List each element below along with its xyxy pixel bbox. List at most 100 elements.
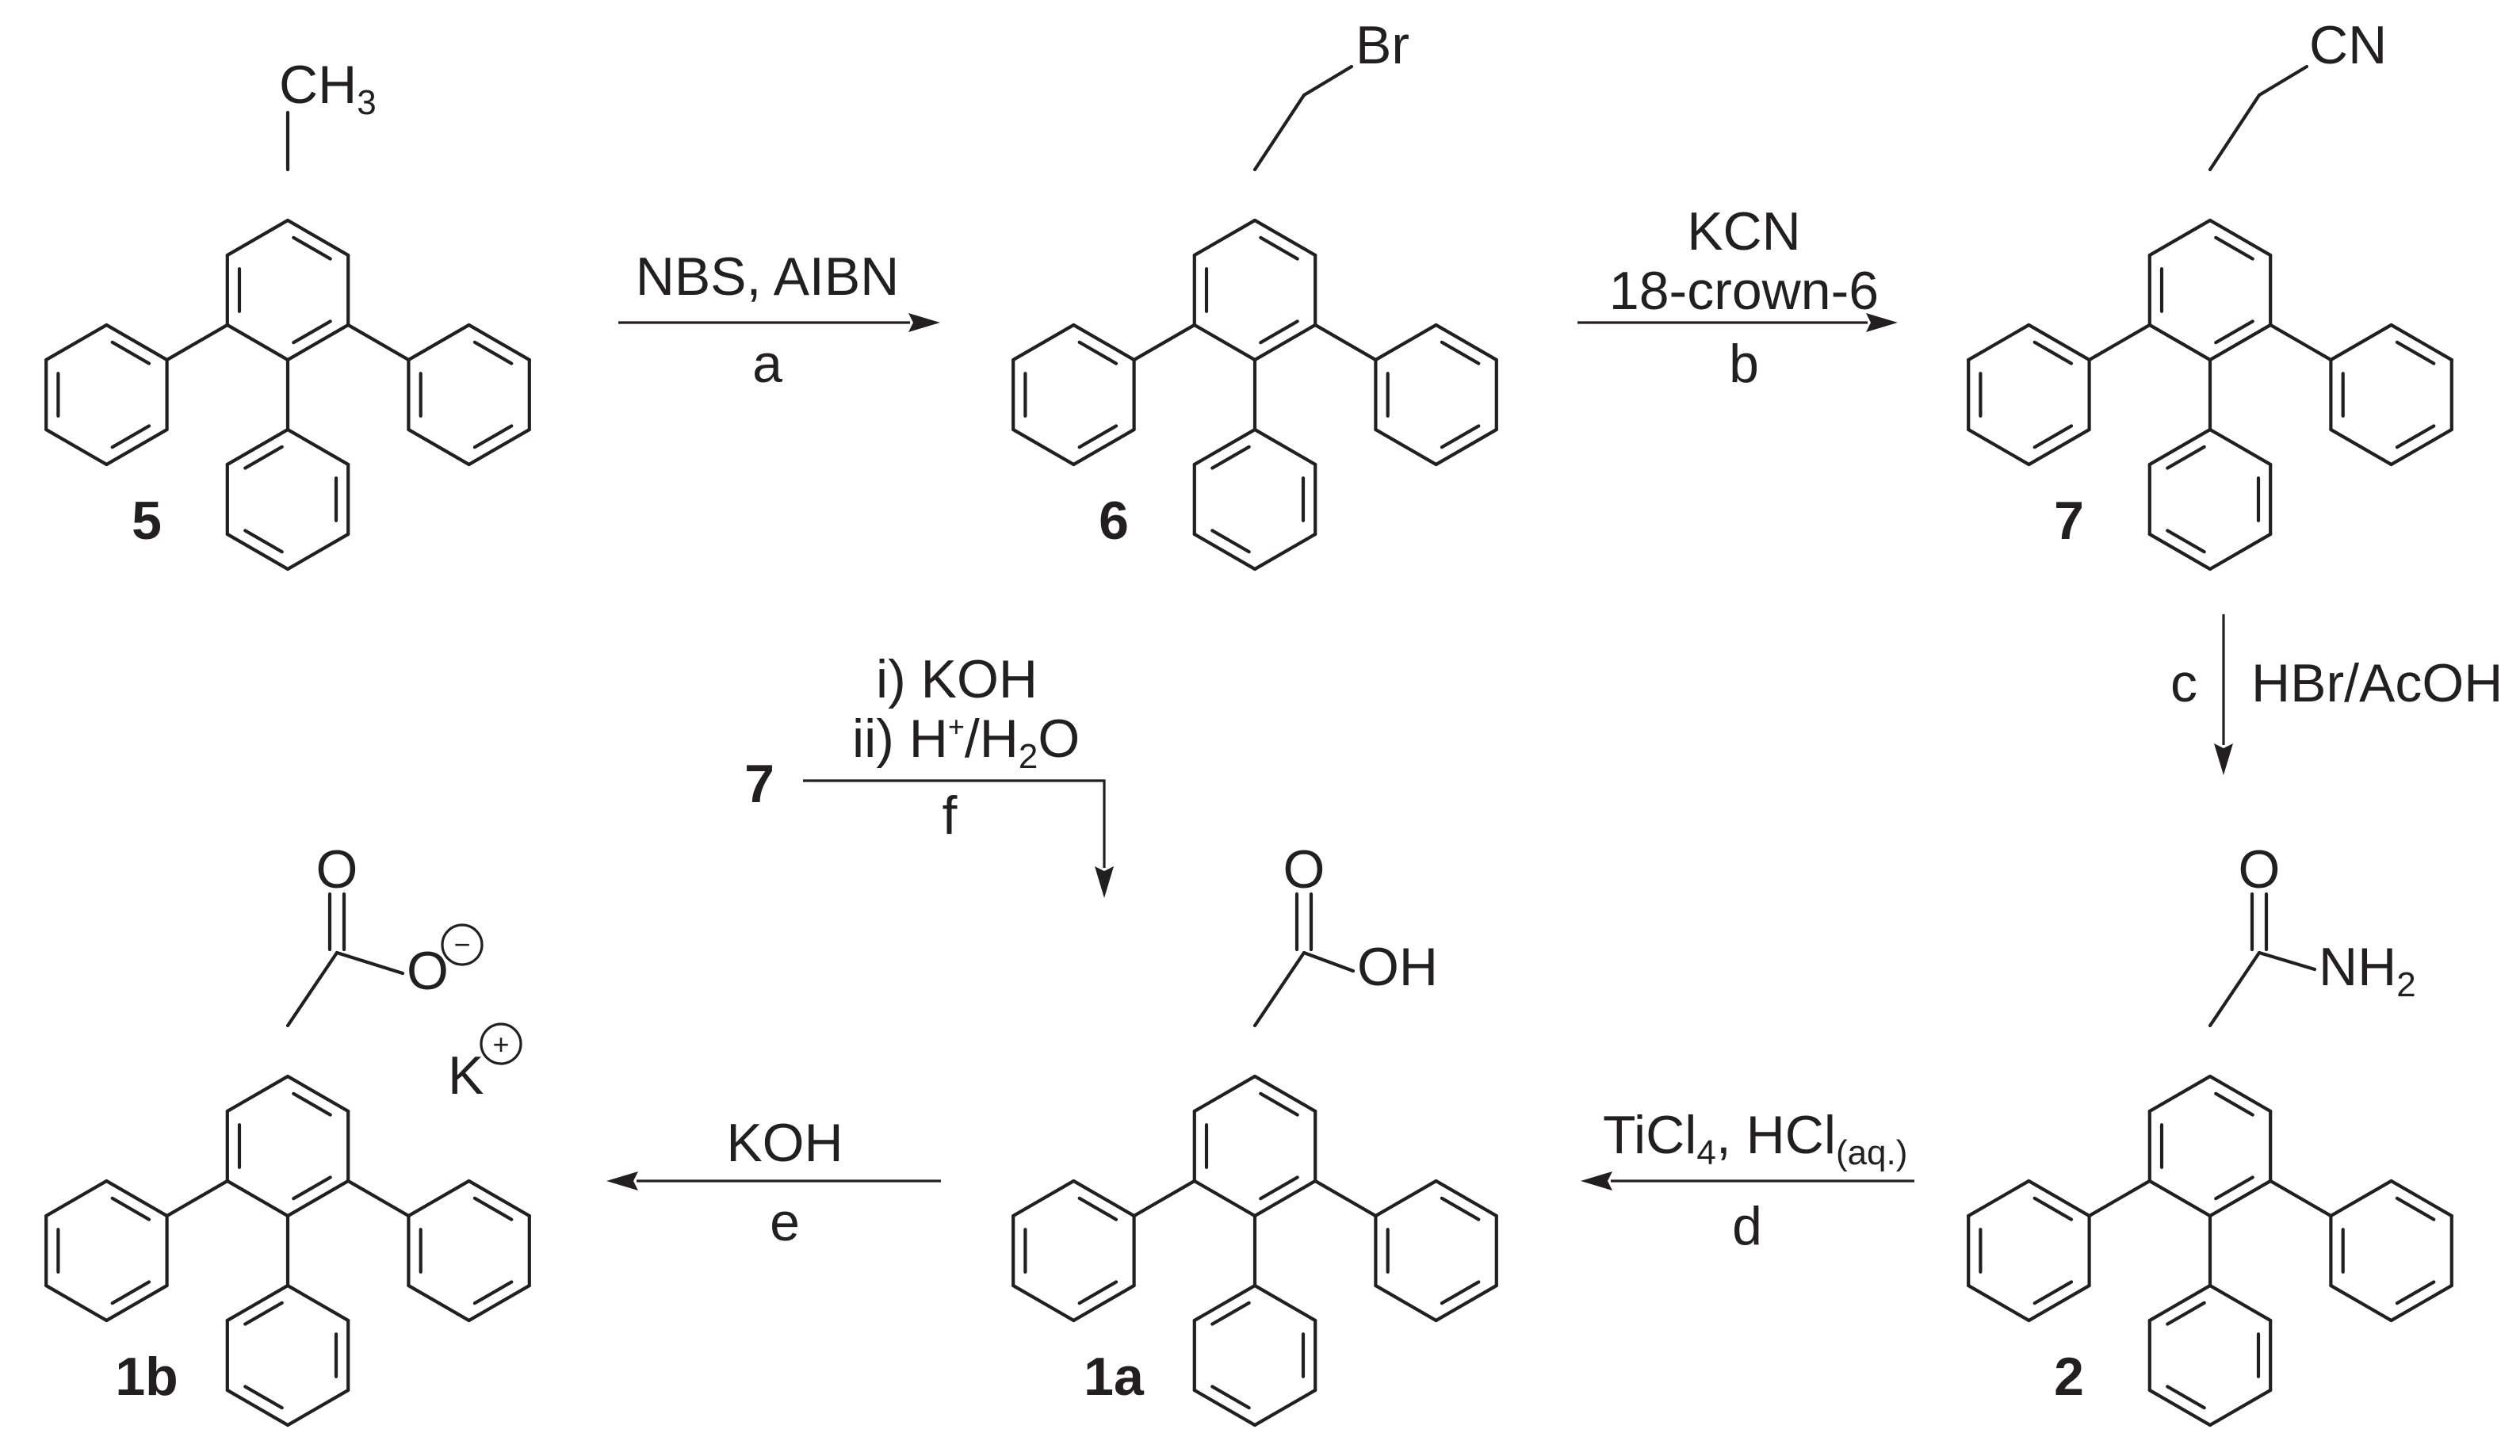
step-letter-d: d: [1732, 1196, 1762, 1256]
central-ring-bond: [285, 1179, 350, 1218]
right-phenyl-ring-bond: [467, 1179, 531, 1218]
right-phenyl-ring-double-bond: [472, 424, 514, 449]
bond-ch2: [2208, 93, 2262, 172]
left-phenyl-ring-bond: [105, 427, 169, 467]
right-phenyl-ring-bond: [2329, 427, 2393, 467]
hydroxyl-group: OH: [1357, 937, 1438, 997]
central-ring-double-bond: [2214, 1175, 2254, 1201]
negative-charge-circle: [441, 923, 484, 966]
right-phenyl-ring-bond: [407, 323, 471, 362]
positive-charge-circle: [480, 1022, 522, 1065]
right-phenyl-ring-double-bond: [472, 1196, 514, 1221]
central-ring-bond: [1192, 218, 1257, 258]
bond-c-n: [2257, 950, 2317, 972]
left-phenyl-ring-double-bond: [1077, 340, 1119, 365]
central-ring-double-bond: [292, 1091, 332, 1117]
compound-label-2: 2: [2054, 1347, 2084, 1407]
bottom-phenyl-ring-double-bond: [1210, 1385, 1251, 1410]
central-ring-bond: [2208, 1074, 2273, 1114]
compound-label-1b: 1b: [115, 1347, 178, 1407]
bottom-phenyl-ring-double-bond: [1210, 1301, 1251, 1326]
central-ring-double-bond: [1259, 1175, 1299, 1201]
left-phenyl-link-bond: [1132, 1179, 1196, 1218]
bottom-phenyl-ring-bond: [285, 1388, 350, 1427]
arrow-step-b: KCN 18-crown-6 b: [1577, 201, 1898, 394]
right-phenyl-ring-bond: [407, 427, 471, 467]
right-phenyl-ring-double-bond: [1440, 1280, 1481, 1305]
bottom-phenyl-ring-double-bond: [243, 1301, 284, 1326]
left-phenyl-ring-bond: [1072, 1179, 1136, 1218]
central-ring-double-bond: [2214, 1091, 2254, 1117]
bottom-phenyl-ring-bond: [2208, 427, 2273, 467]
carbonyl-oxygen: O: [316, 839, 358, 900]
arrowhead: [908, 313, 940, 332]
right-phenyl-ring-bond: [1434, 323, 1498, 362]
carbonyl-oxygen: O: [1283, 839, 1325, 900]
left-phenyl-ring-double-bond: [2032, 340, 2074, 365]
arrow-step-e: KOH e: [606, 1113, 941, 1252]
step-letter-b: b: [1729, 334, 1759, 394]
arrow-step-a: NBS, AIBN a: [618, 246, 940, 394]
triphenylbenzene-core: [1011, 1074, 1498, 1427]
compound-5: CH3 5: [44, 55, 531, 571]
central-ring-bond: [225, 1179, 290, 1218]
right-phenyl-ring-bond: [1434, 427, 1498, 467]
triphenylbenzene-core: [1011, 218, 1498, 571]
arrowhead: [1581, 1171, 1612, 1190]
left-phenyl-link-bond: [165, 1179, 229, 1218]
central-ring-bond: [285, 1074, 350, 1114]
central-ring-bond: [2208, 1179, 2273, 1218]
bond-c-o-minus: [335, 950, 405, 976]
amide-nh2-group: NH2: [2319, 937, 2416, 1004]
right-phenyl-ring-bond: [467, 323, 531, 362]
right-phenyl-link-bond: [1314, 323, 1378, 362]
left-phenyl-ring-double-bond: [110, 424, 151, 449]
left-phenyl-ring-bond: [44, 323, 109, 362]
left-phenyl-ring-double-bond: [1077, 424, 1119, 449]
bottom-phenyl-ring-bond: [2147, 1388, 2212, 1427]
central-ring-bond: [1192, 1179, 1257, 1218]
bottom-phenyl-ring-bond: [1252, 532, 1317, 571]
compound-label-7: 7: [2054, 491, 2084, 551]
compound-7: CN 7: [1967, 15, 2453, 571]
carboxylate-oxygen: O: [407, 941, 449, 1001]
arrow-step-c: c HBr/AcOH: [2170, 614, 2503, 775]
arrowhead: [1866, 313, 1898, 332]
left-phenyl-ring-bond: [105, 323, 169, 362]
right-phenyl-ring-double-bond: [1440, 340, 1481, 365]
arrow-line: [803, 779, 1106, 868]
right-phenyl-ring-double-bond: [472, 1280, 514, 1305]
bottom-phenyl-ring-bond: [225, 532, 290, 571]
right-phenyl-ring-bond: [1374, 323, 1438, 362]
bottom-phenyl-ring-bond: [1252, 427, 1317, 467]
bottom-phenyl-ring-bond: [2147, 1283, 2212, 1323]
left-phenyl-ring-bond: [1011, 1283, 1076, 1323]
bottom-phenyl-ring-bond: [1192, 1283, 1257, 1323]
left-phenyl-ring-bond: [1967, 1283, 2031, 1323]
right-phenyl-ring-double-bond: [2395, 1280, 2436, 1305]
bottom-phenyl-ring-bond: [225, 1283, 290, 1323]
central-ring-double-bond: [292, 235, 332, 261]
central-ring-bond: [1252, 218, 1317, 258]
starting-compound-7: 7: [744, 754, 774, 814]
left-phenyl-ring-bond: [1011, 427, 1076, 467]
compound-label-1a: 1a: [1084, 1347, 1145, 1407]
left-phenyl-link-bond: [2087, 1179, 2151, 1218]
reagent-line: TiCl4, HCl(aq.): [1603, 1105, 1907, 1172]
central-ring-double-bond: [2214, 235, 2254, 261]
bottom-phenyl-ring-bond: [2208, 1388, 2273, 1427]
central-ring-bond: [285, 218, 350, 258]
left-phenyl-ring-bond: [1011, 323, 1076, 362]
bottom-phenyl-ring-bond: [2208, 1283, 2273, 1323]
arrowhead: [606, 1171, 638, 1190]
left-phenyl-ring-bond: [44, 1283, 109, 1323]
central-ring-double-bond: [1259, 319, 1299, 345]
left-phenyl-ring-double-bond: [2032, 1280, 2074, 1305]
bottom-phenyl-ring-double-bond: [2166, 1385, 2206, 1410]
right-phenyl-ring-bond: [2389, 323, 2453, 362]
bottom-phenyl-ring-bond: [1192, 1388, 1257, 1427]
left-phenyl-ring-bond: [2027, 1179, 2091, 1218]
compound-label-5: 5: [132, 491, 162, 551]
left-phenyl-ring-double-bond: [110, 1280, 151, 1305]
reagent-line: i) KOH: [876, 649, 1038, 709]
